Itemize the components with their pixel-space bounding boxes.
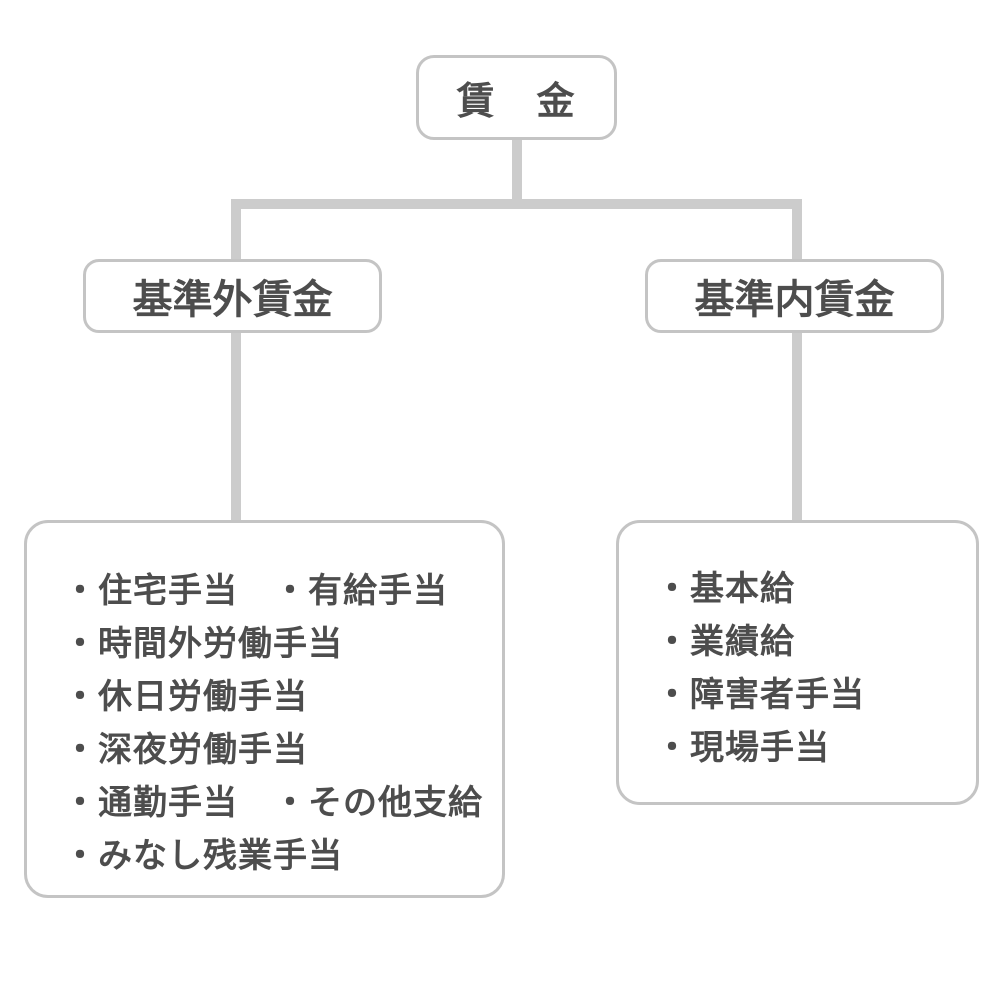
- node-standard-wages-label: 基準内賃金: [694, 278, 895, 322]
- connector-right-drop-upper: [792, 199, 802, 262]
- list-line: ・深夜労働手当: [63, 731, 308, 769]
- connector-right-drop-lower: [792, 331, 802, 523]
- connector-root-trunk: [512, 138, 522, 202]
- list-line: ・みなし残業手当: [63, 837, 343, 875]
- node-standard-wages: 基準内賃金: [645, 259, 944, 333]
- node-non-standard-wages-label: 基準外賃金: [132, 278, 333, 322]
- standard-wages-list: ・基本給 ・業績給 ・障害者手当 ・現場手当: [616, 520, 979, 805]
- list-line: ・住宅手当 ・有給手当: [63, 572, 448, 610]
- connector-horizontal-bar: [231, 199, 802, 209]
- list-line: ・通勤手当 ・その他支給: [63, 784, 483, 822]
- connector-left-drop-lower: [231, 331, 241, 523]
- node-wages-label: 賃 金: [456, 81, 577, 123]
- list-line: ・現場手当: [655, 729, 830, 767]
- node-wages: 賃 金: [416, 55, 617, 140]
- connector-left-drop-upper: [231, 199, 241, 262]
- list-line: ・業績給: [655, 623, 795, 661]
- list-line: ・基本給: [655, 570, 795, 608]
- list-line: ・障害者手当: [655, 676, 865, 714]
- list-line: ・時間外労働手当: [63, 625, 343, 663]
- list-line: ・休日労働手当: [63, 678, 308, 716]
- non-standard-wages-list: ・住宅手当 ・有給手当 ・時間外労働手当 ・休日労働手当 ・深夜労働手当 ・通勤…: [24, 520, 505, 898]
- node-non-standard-wages: 基準外賃金: [83, 259, 382, 333]
